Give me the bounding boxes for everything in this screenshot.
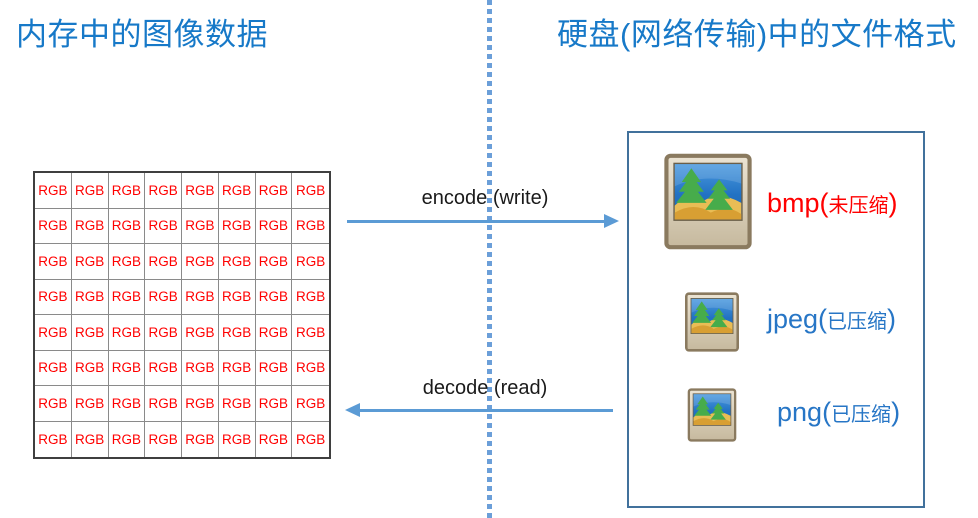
png-format-label: png(已压缩) <box>777 392 900 437</box>
rgb-cell: RGB <box>35 315 72 351</box>
rgb-cell: RGB <box>255 386 293 422</box>
format-note: 已压缩 <box>831 404 892 426</box>
rgb-cell: RGB <box>218 386 256 422</box>
rgb-cell: RGB <box>218 315 256 351</box>
rgb-cell: RGB <box>108 173 146 209</box>
rgb-cell: RGB <box>218 279 256 315</box>
file-format-panel: bmp(未压缩) jpeg(已压缩) png(已压缩) <box>627 131 925 508</box>
rgb-cell: RGB <box>71 279 109 315</box>
rgb-cell: RGB <box>218 173 256 209</box>
rgb-cell: RGB <box>292 351 329 386</box>
rgb-cell: RGB <box>145 244 182 280</box>
rgb-cell: RGB <box>255 350 293 386</box>
rgb-cell: RGB <box>182 279 219 315</box>
encode-arrow-line <box>347 220 605 223</box>
decode-label: decode (read) <box>422 377 548 399</box>
rgb-cell: RGB <box>72 421 109 457</box>
rgb-cell: RGB <box>108 208 146 244</box>
encode-label: encode (write) <box>421 187 549 209</box>
rgb-cell: RGB <box>218 244 256 280</box>
rgb-cell: RGB <box>71 244 109 280</box>
rgb-cell: RGB <box>35 244 72 280</box>
rgb-cell: RGB <box>255 173 293 209</box>
rgb-cell: RGB <box>218 208 256 244</box>
memory-section-title: 内存中的图像数据 <box>16 17 268 52</box>
close-paren: ) <box>887 304 897 334</box>
bmp-format-label: bmp(未压缩) <box>767 183 898 228</box>
close-paren: ) <box>888 188 898 218</box>
rgb-cell: RGB <box>35 421 72 457</box>
disk-section-title: 硬盘(网络传输)中的文件格式 <box>557 17 957 52</box>
jpeg-format-label: jpeg(已压缩) <box>767 299 896 344</box>
rgb-cell: RGB <box>145 421 182 457</box>
rgb-cell: RGB <box>219 421 256 457</box>
rgb-cell: RGB <box>35 279 72 315</box>
format-name: png <box>777 397 823 427</box>
rgb-cell: RGB <box>255 208 293 244</box>
rgb-cell: RGB <box>71 208 109 244</box>
rgb-cell: RGB <box>292 315 329 351</box>
rgb-cell: RGB <box>108 386 146 422</box>
rgb-cell: RGB <box>35 173 72 209</box>
rgb-cell: RGB <box>145 350 182 386</box>
rgb-cell: RGB <box>255 315 293 351</box>
rgb-cell: RGB <box>109 421 146 457</box>
photo-file-icon <box>684 292 740 352</box>
format-note: 已压缩 <box>827 311 888 333</box>
rgb-cell: RGB <box>182 173 219 209</box>
open-paren: ( <box>819 188 829 218</box>
rgb-cell: RGB <box>255 244 293 280</box>
rgb-cell: RGB <box>145 279 182 315</box>
rgb-cell: RGB <box>71 386 109 422</box>
rgb-cell: RGB <box>145 208 182 244</box>
close-paren: ) <box>891 397 901 427</box>
rgb-cell: RGB <box>182 315 219 351</box>
rgb-cell: RGB <box>71 350 109 386</box>
photo-file-icon <box>687 388 737 442</box>
format-note: 未压缩 <box>828 195 889 217</box>
rgb-cell: RGB <box>182 421 219 457</box>
photo-file-icon <box>663 153 753 250</box>
format-name: bmp <box>767 188 820 218</box>
rgb-cell: RGB <box>35 386 72 422</box>
rgb-cell: RGB <box>182 386 219 422</box>
rgb-cell: RGB <box>35 208 72 244</box>
open-paren: ( <box>818 304 828 334</box>
decode-arrow-line <box>360 409 613 412</box>
rgb-cell: RGB <box>256 421 293 457</box>
rgb-cell: RGB <box>292 386 329 422</box>
rgb-cell: RGB <box>292 280 329 315</box>
rgb-cell: RGB <box>71 315 109 351</box>
rgb-cell: RGB <box>108 244 146 280</box>
rgb-cell: RGB <box>255 279 293 315</box>
rgb-cell: RGB <box>182 350 219 386</box>
open-paren: ( <box>822 397 832 427</box>
right-arrow-icon <box>604 214 619 228</box>
rgb-cell: RGB <box>292 209 329 244</box>
rgb-cell: RGB <box>35 350 72 386</box>
rgb-cell: RGB <box>145 315 182 351</box>
rgb-cell: RGB <box>182 244 219 280</box>
rgb-cell: RGB <box>218 350 256 386</box>
rgb-cell: RGB <box>108 279 146 315</box>
rgb-cell: RGB <box>182 208 219 244</box>
left-arrow-icon <box>345 403 360 417</box>
rgb-cell: RGB <box>145 386 182 422</box>
rgb-cell: RGB <box>108 350 146 386</box>
rgb-cell: RGB <box>295 431 326 447</box>
rgb-cell: RGB <box>145 173 182 209</box>
dotted-divider <box>487 0 492 518</box>
format-name: jpeg <box>767 304 819 334</box>
rgb-cell: RGB <box>292 244 329 280</box>
rgb-cell: RGB <box>108 315 146 351</box>
rgb-cell: RGB <box>71 173 109 209</box>
rgb-cell: RGB <box>292 173 329 209</box>
